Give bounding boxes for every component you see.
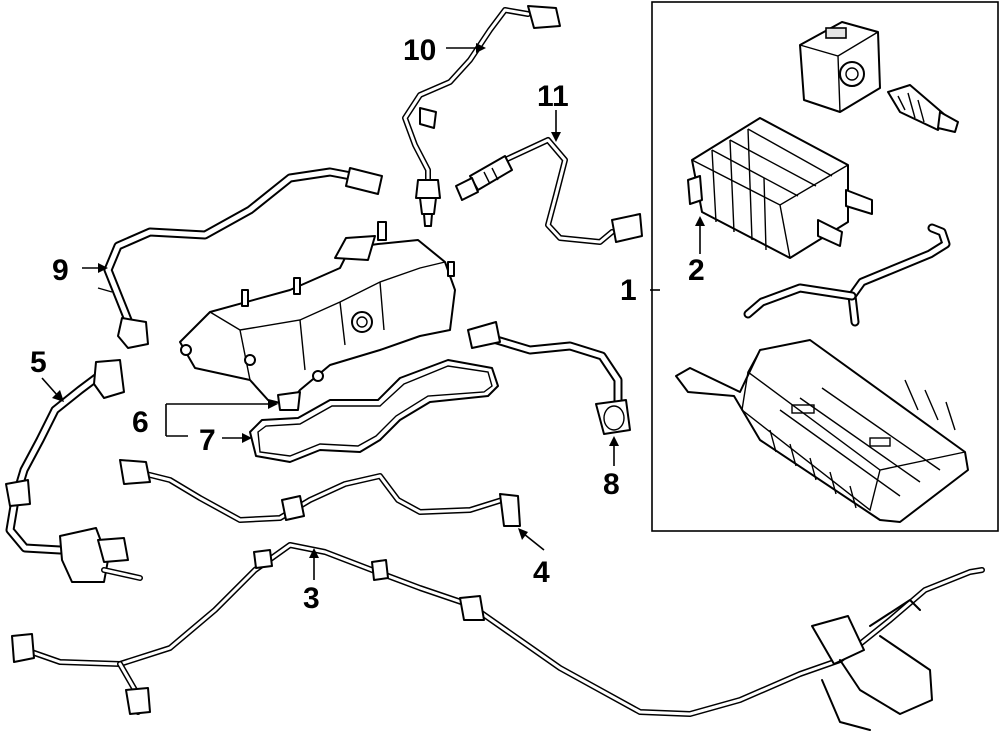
hose-5 <box>5 359 143 583</box>
callout-5: 5 <box>30 346 47 379</box>
canister-tray <box>675 339 969 523</box>
oxygen-sensor-11 <box>455 137 643 245</box>
vent-tube <box>743 223 951 327</box>
oxygen-sensor-10 <box>402 5 561 227</box>
hose-8 <box>467 321 631 435</box>
callout-4: 4 <box>533 556 550 589</box>
callout-7: 7 <box>199 424 216 457</box>
callout-10: 10 <box>403 34 436 67</box>
hose-4 <box>119 459 521 527</box>
vapor-canister <box>687 117 873 259</box>
purge-valve-block <box>799 21 881 113</box>
callout-11: 11 <box>537 80 569 113</box>
leader-lines <box>41 43 705 580</box>
hose-9 <box>97 167 383 349</box>
callout-6: 6 <box>132 406 149 439</box>
callout-8: 8 <box>603 468 620 501</box>
harness-3 <box>11 542 985 731</box>
pressure-sensor <box>887 84 959 133</box>
gasket-7 <box>249 359 499 463</box>
manifold-body <box>179 221 456 411</box>
callout-1: 1 <box>620 274 637 307</box>
callout-2: 2 <box>688 254 705 287</box>
inset-frame <box>651 1 999 532</box>
callout-9: 9 <box>52 254 69 287</box>
callout-3: 3 <box>303 582 320 615</box>
